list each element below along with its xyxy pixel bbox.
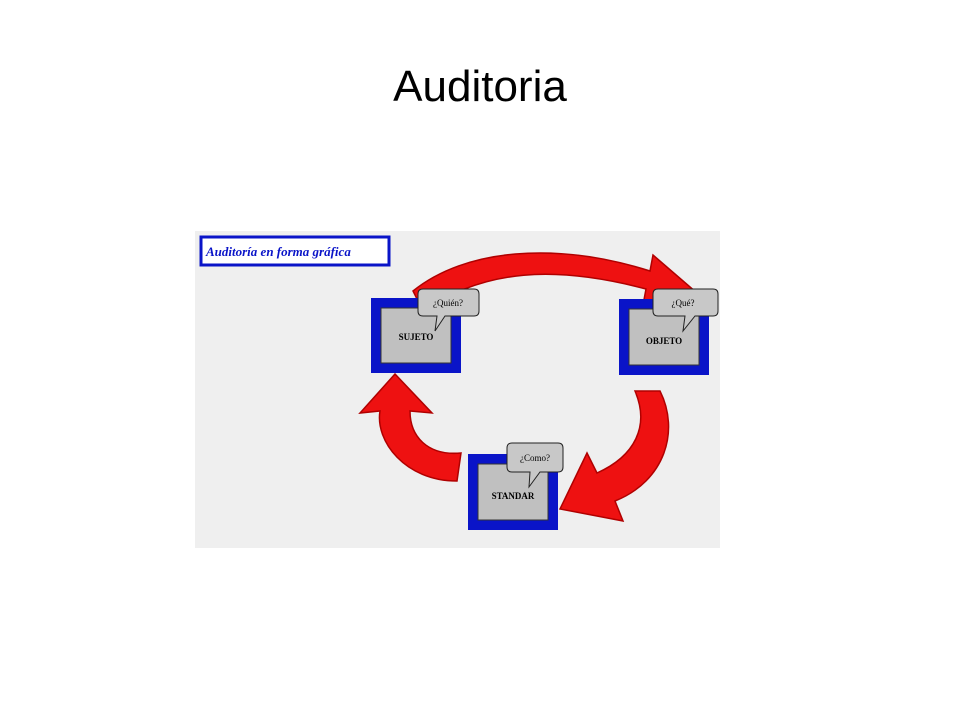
bubble-objeto: ¿Qué? — [652, 288, 719, 333]
bubble-sujeto-text: ¿Quién? — [433, 298, 463, 308]
bubble-objeto-text: ¿Qué? — [672, 298, 695, 308]
arrow-standar-to-sujeto — [358, 372, 462, 482]
node-sujeto-label: SUJETO — [399, 332, 434, 342]
node-standar-label: STANDAR — [492, 491, 535, 501]
diagram-caption-text: Auditoría en forma gráfica — [205, 244, 351, 259]
diagram-caption: Auditoría en forma gráfica — [199, 235, 391, 267]
slide-title: Auditoria — [393, 62, 567, 111]
bubble-sujeto: ¿Quién? — [417, 288, 480, 332]
bubble-standar: ¿Como? — [506, 442, 564, 489]
node-objeto-label: OBJETO — [646, 336, 682, 346]
audit-cycle-svg: Auditoría en forma gráfica SUJETO ¿Quién… — [195, 231, 720, 548]
audit-diagram: Auditoría en forma gráfica SUJETO ¿Quién… — [195, 231, 720, 548]
bubble-standar-text: ¿Como? — [520, 453, 550, 463]
arrow-objeto-to-standar — [558, 390, 670, 522]
